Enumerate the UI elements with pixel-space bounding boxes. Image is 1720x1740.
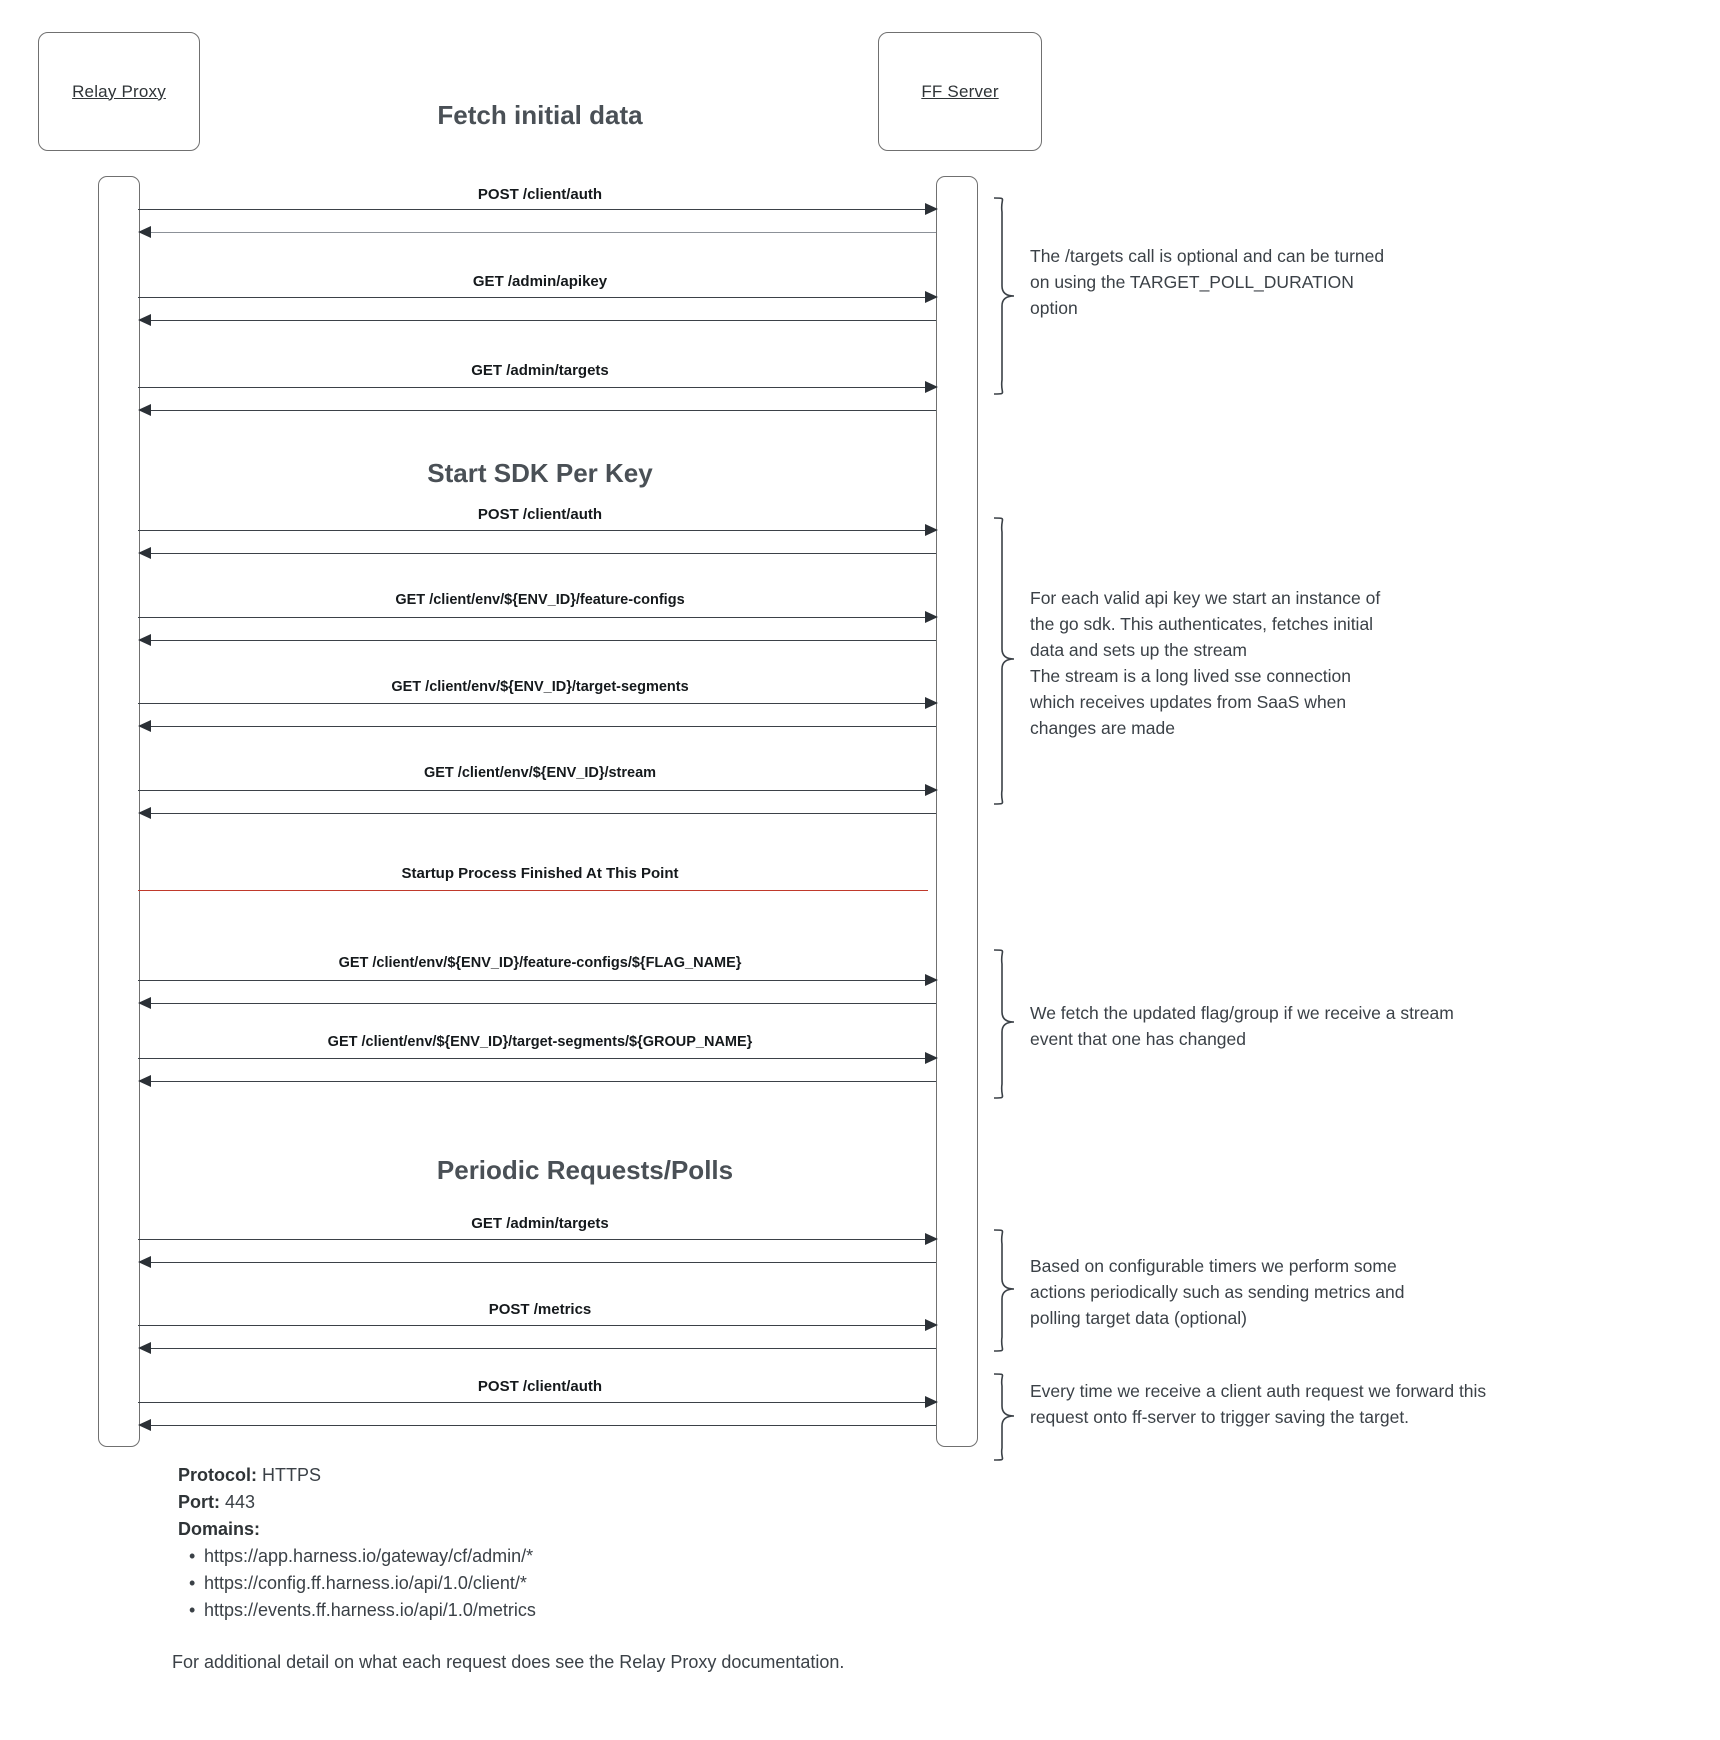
annotation-text-2: We fetch the updated flag/group if we re… [1030, 1003, 1454, 1049]
message-arrowhead-0-request [925, 203, 938, 215]
section-title-fetch-initial-data: Fetch initial data [437, 100, 643, 130]
footer-protocol-label: Protocol: [178, 1465, 257, 1485]
footer-protocol-row: Protocol: HTTPS [178, 1462, 978, 1489]
footer-port-row: Port: 443 [178, 1489, 978, 1516]
message-arrowhead-9-request [925, 1233, 938, 1245]
annotation-text-0: The /targets call is optional and can be… [1030, 246, 1385, 318]
footer-port-label: Port: [178, 1492, 220, 1512]
annotation-brace-1 [993, 517, 1015, 805]
message-arrow-1-request [138, 297, 928, 298]
message-arrow-11-response [142, 1425, 936, 1426]
footer-protocol-value: HTTPS [262, 1465, 322, 1485]
message-arrow-4-response [142, 640, 936, 641]
message-label-2: GET /admin/targets [471, 362, 609, 379]
message-arrowhead-8-response [138, 1075, 151, 1087]
message-arrow-3-response [142, 553, 936, 554]
message-arrow-0-request [138, 209, 928, 210]
footer-domain-item: https://app.harness.io/gateway/cf/admin/… [189, 1543, 978, 1570]
annotation-brace-2 [993, 949, 1015, 1099]
message-arrow-6-request [138, 790, 928, 791]
message-arrowhead-4-response [138, 634, 151, 646]
message-label-9: GET /admin/targets [471, 1215, 609, 1232]
annotation-brace-4 [993, 1373, 1015, 1461]
actor-label-relay-proxy: Relay Proxy [72, 81, 166, 101]
message-arrowhead-10-response [138, 1342, 151, 1354]
message-arrow-0-response [142, 232, 936, 233]
message-label-6: GET /client/env/${ENV_ID}/stream [423, 765, 657, 781]
message-arrow-6-response [142, 813, 936, 814]
lifeline-ff-server [936, 176, 978, 1447]
annotation-brace-3 [993, 1229, 1015, 1352]
message-arrowhead-10-request [925, 1319, 938, 1331]
divider-line-startup-finished [138, 890, 928, 891]
message-arrowhead-3-request [925, 524, 938, 536]
message-arrow-8-request [138, 1058, 928, 1059]
footer-note: For additional detail on what each reque… [172, 1652, 845, 1672]
footer-domains-row: Domains: [178, 1516, 978, 1543]
message-arrow-10-response [142, 1348, 936, 1349]
message-arrowhead-0-response [138, 226, 151, 238]
message-label-5: GET /client/env/${ENV_ID}/target-segment… [391, 679, 689, 695]
message-label-4: GET /client/env/${ENV_ID}/feature-config… [395, 592, 685, 608]
message-arrowhead-2-response [138, 404, 151, 416]
message-label-8: GET /client/env/${ENV_ID}/target-segment… [327, 1034, 753, 1050]
message-label-3: POST /client/auth [477, 506, 603, 523]
section-title-periodic-requests: Periodic Requests/Polls [436, 1155, 734, 1185]
actor-box-ff-server: FF Server [878, 32, 1042, 151]
message-arrowhead-6-request [925, 784, 938, 796]
message-arrowhead-7-request [925, 974, 938, 986]
footer-domains-list: https://app.harness.io/gateway/cf/admin/… [178, 1543, 978, 1624]
message-arrow-7-request [138, 980, 928, 981]
message-arrow-9-request [138, 1239, 928, 1240]
message-arrow-10-request [138, 1325, 928, 1326]
message-label-7: GET /client/env/${ENV_ID}/feature-config… [338, 955, 742, 971]
message-label-10: POST /metrics [488, 1301, 592, 1318]
footer-domain-item: https://events.ff.harness.io/api/1.0/met… [189, 1597, 978, 1624]
footer-port-value: 443 [225, 1492, 256, 1512]
message-arrow-8-response [142, 1081, 936, 1082]
divider-label-startup-finished: Startup Process Finished At This Point [401, 865, 679, 882]
message-arrow-1-response [142, 320, 936, 321]
actor-box-relay-proxy: Relay Proxy [38, 32, 200, 151]
message-label-11: POST /client/auth [477, 1378, 603, 1395]
message-arrowhead-6-response [138, 807, 151, 819]
message-arrowhead-4-request [925, 611, 938, 623]
annotation-brace-0 [993, 197, 1015, 395]
message-arrow-5-response [142, 726, 936, 727]
message-arrow-11-request [138, 1402, 928, 1403]
message-arrow-7-response [142, 1003, 936, 1004]
message-arrowhead-7-response [138, 997, 151, 1009]
message-arrowhead-11-request [925, 1396, 938, 1408]
section-title-start-sdk-per-key: Start SDK Per Key [427, 458, 653, 488]
message-arrowhead-11-response [138, 1419, 151, 1431]
message-arrow-9-response [142, 1262, 936, 1263]
message-arrow-3-request [138, 530, 928, 531]
message-arrow-5-request [138, 703, 928, 704]
footer-info-block: Protocol: HTTPS Port: 443 Domains: https… [178, 1462, 978, 1624]
message-arrow-2-response [142, 410, 936, 411]
message-arrowhead-1-response [138, 314, 151, 326]
annotation-text-3: Based on configurable timers we perform … [1030, 1256, 1405, 1328]
message-arrow-4-request [138, 617, 928, 618]
annotation-text-1: For each valid api key we start an insta… [1030, 588, 1381, 738]
message-arrowhead-2-request [925, 381, 938, 393]
message-arrow-2-request [138, 387, 928, 388]
message-label-1: GET /admin/apikey [472, 273, 608, 290]
message-arrowhead-5-request [925, 697, 938, 709]
message-arrowhead-8-request [925, 1052, 938, 1064]
footer-domains-label: Domains: [178, 1519, 261, 1539]
lifeline-relay-proxy [98, 176, 140, 1447]
message-arrowhead-1-request [925, 291, 938, 303]
message-arrowhead-5-response [138, 720, 151, 732]
footer-domain-item: https://config.ff.harness.io/api/1.0/cli… [189, 1570, 978, 1597]
message-arrowhead-3-response [138, 547, 151, 559]
annotation-text-4: Every time we receive a client auth requ… [1030, 1381, 1487, 1427]
message-arrowhead-9-response [138, 1256, 151, 1268]
message-label-0: POST /client/auth [477, 186, 603, 203]
actor-label-ff-server: FF Server [921, 81, 999, 101]
